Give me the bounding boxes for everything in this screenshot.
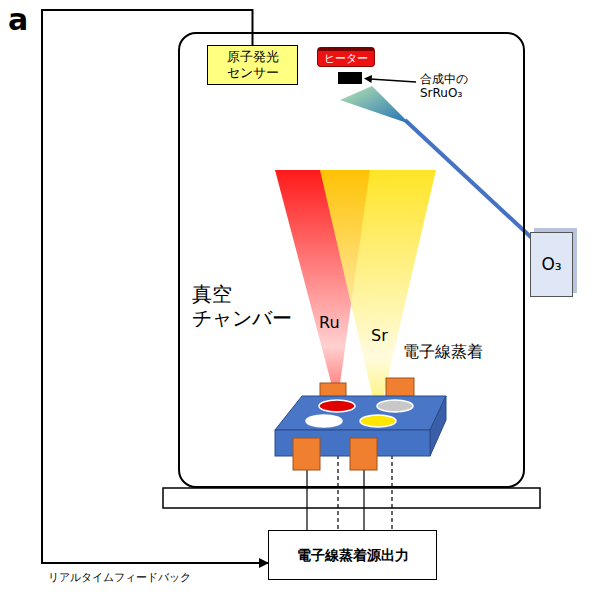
crucible: [306, 415, 342, 427]
source-block: [293, 438, 320, 470]
crucible: [377, 400, 413, 412]
feedback-line: [42, 10, 268, 563]
box-label: 原子発光 センサー: [208, 49, 297, 80]
source-block: [350, 438, 377, 470]
base-plate: [163, 488, 540, 508]
ozone-plume: [340, 86, 410, 124]
pointer-line: [370, 79, 416, 82]
edge-label: リアルタイムフィードバック: [48, 571, 191, 584]
box-label: 電子線蒸着源出力: [297, 547, 409, 564]
ru-label: Ru: [319, 313, 340, 332]
ozone-tube: [405, 120, 534, 240]
substrate: [338, 72, 362, 84]
heater-box: ヒーター: [317, 47, 375, 67]
box-label: ヒーター: [324, 52, 368, 65]
beam-label: 電子線蒸着: [403, 342, 483, 361]
substrate-label: 合成中の SrRuO₃: [420, 72, 500, 101]
ru-crucible: [319, 400, 355, 412]
output-box: 電子線蒸着源出力: [268, 530, 437, 580]
ozone-source-box: O₃: [530, 232, 573, 297]
crucible-stage-side: [430, 396, 446, 456]
sr-beam: [320, 170, 436, 420]
pointer-head: [364, 75, 372, 83]
sr-label: Sr: [371, 326, 388, 345]
panel-letter: a: [8, 2, 28, 38]
box-label: O₃: [541, 254, 561, 274]
chamber-label: 真空 チャンバー: [192, 282, 302, 330]
sr-crucible: [360, 415, 396, 427]
vacuum-chamber: 真空 チャンバー 原子発光 センサー ヒーター: [178, 32, 525, 488]
sensor-box: 原子発光 センサー: [207, 45, 298, 85]
crucible-stage-top: [275, 396, 446, 430]
